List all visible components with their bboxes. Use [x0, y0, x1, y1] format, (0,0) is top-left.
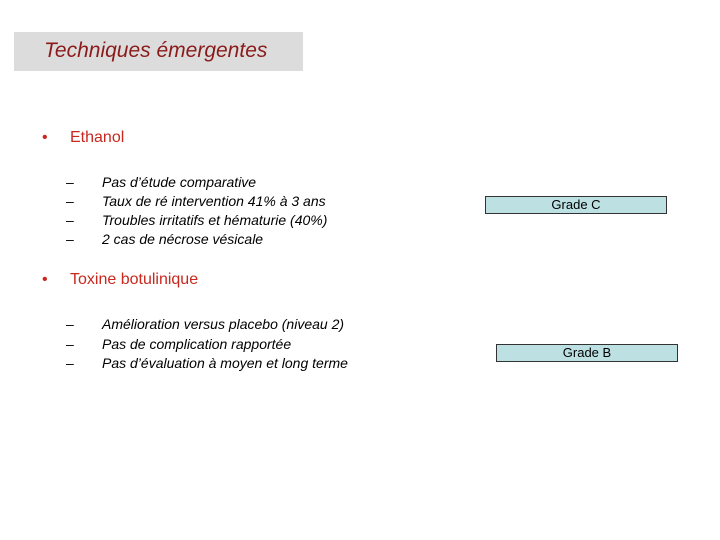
slide-title: Techniques émergentes — [44, 39, 268, 62]
dash-icon: – — [66, 355, 74, 371]
title-box: Techniques émergentes — [14, 32, 303, 71]
dash-icon: – — [66, 212, 74, 228]
bullet-icon: • — [42, 271, 48, 288]
dash-icon: – — [66, 231, 74, 247]
grade-badge: Grade B — [496, 344, 678, 362]
dash-icon: – — [66, 174, 74, 190]
dash-icon: – — [66, 193, 74, 209]
dash-icon: – — [66, 316, 74, 332]
dash-icon: – — [66, 336, 74, 352]
section-label: Toxine botulinique — [70, 271, 199, 288]
section-label: Ethanol — [70, 129, 125, 146]
grade-badge: Grade C — [485, 196, 667, 214]
bullet-icon: • — [42, 129, 48, 146]
